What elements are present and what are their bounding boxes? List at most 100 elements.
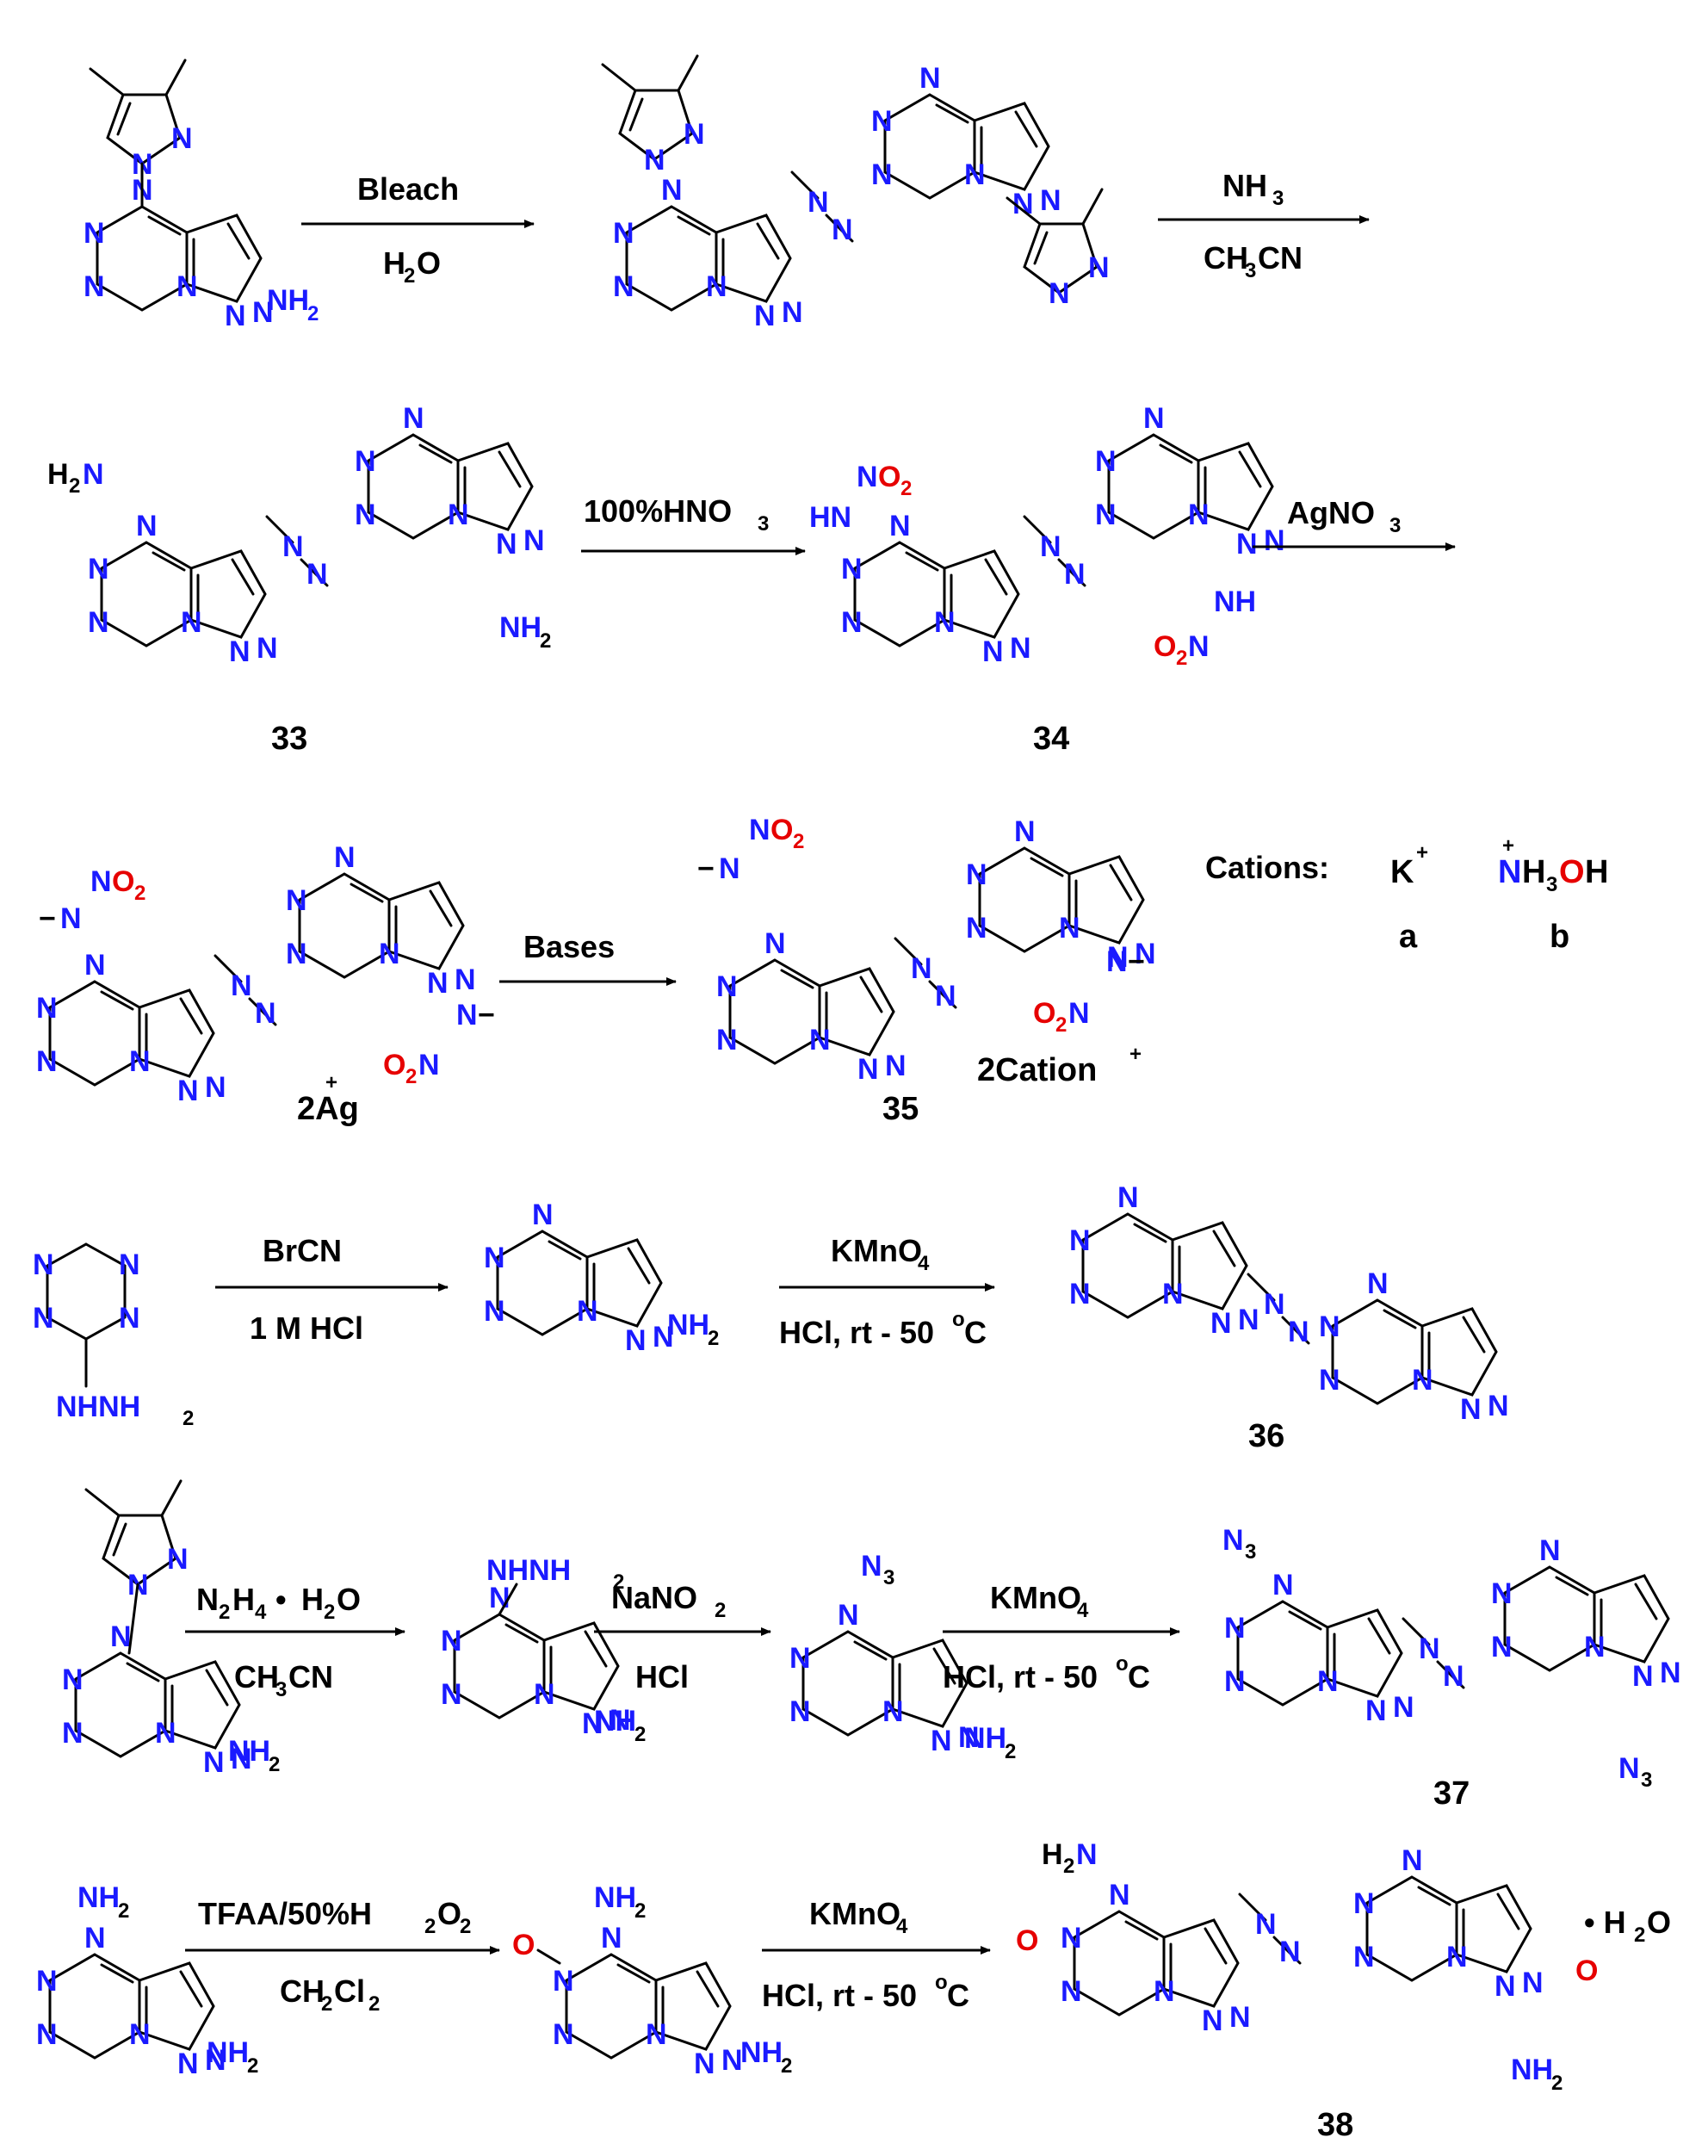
reagent-tfaa-sub2a: 2 (424, 1915, 436, 1938)
reagent-brcn: BrCN (263, 1233, 342, 1268)
reagent-agno3-sub: 3 (1389, 514, 1401, 537)
ag-no2-N: N (90, 865, 112, 898)
compound-38: O O H 2 N NH 2 • H 2 O 38 (1016, 1838, 1671, 2143)
c38-nh2-N: NH (1511, 2054, 1553, 2086)
reagent-deg-2: o (1116, 1652, 1129, 1676)
azido-n3-sub: 3 (883, 1566, 894, 1589)
row1-start-molecule: NH 2 (82, 59, 319, 334)
ag-n-left: N (60, 902, 82, 935)
label-34: 34 (1033, 721, 1069, 757)
c34-hn: HN (809, 501, 851, 534)
cation-nh3oh-H: H (1585, 854, 1608, 890)
c33-h2n-sub: 2 (69, 474, 80, 498)
ag-minus-right: − (478, 999, 495, 1032)
arrow-kmno4-3: KMnO 4 HCl, rt - 50 o C (762, 1896, 991, 2013)
c35-no2-O: O (770, 814, 793, 846)
cation-nh3oh-N: N (1498, 854, 1521, 890)
tz-n2: N (119, 1248, 140, 1281)
silver-salt: − N N O 2 N − O 2 N 2Ag + (34, 839, 495, 1127)
azido-nh2-sub: 2 (1005, 1740, 1016, 1763)
arrow-agno3: AgNO 3 (1253, 495, 1456, 551)
reagent-ch2cl2-sub2: 2 (321, 1992, 332, 2016)
c37-n3-left-sub: 3 (1245, 1540, 1256, 1564)
label-37: 37 (1433, 1775, 1470, 1812)
hyd-nh2-sub: 2 (634, 1723, 646, 1746)
tz-n4: N (119, 1302, 140, 1335)
cations-title: Cations: (1205, 850, 1329, 885)
row5-start-molecule: NH 2 (60, 1479, 280, 1781)
dat-nh2-right-N: NH (207, 2036, 249, 2069)
label-2cation: 2Cation (977, 1052, 1097, 1088)
reagent-tfaa-O: O (437, 1896, 461, 1931)
label-2cation-plus: + (1129, 1043, 1142, 1066)
ag-minus-left: − (39, 902, 56, 935)
reagent-ch3cn-CH: CH (1204, 240, 1248, 276)
c35-n-right: N (1106, 945, 1128, 978)
reagent-tfaa: TFAA/50%H (198, 1896, 372, 1931)
cation-b-label: b (1550, 919, 1569, 955)
label-36: 36 (1248, 1418, 1284, 1454)
label-2ag-plus: + (325, 1071, 337, 1094)
cation-a-label: a (1399, 919, 1418, 955)
cations-legend: Cations: K + a + N H 3 O H b (1205, 834, 1608, 955)
cation-nh3oh-O: O (1559, 854, 1585, 890)
c34-no2-N: N (857, 461, 878, 493)
c38-hydrate: • H (1584, 1905, 1626, 1940)
azido-nh2-N: NH (964, 1722, 1006, 1755)
c38-h2n-H: H (1042, 1838, 1063, 1871)
compound-36: 36 (1068, 1180, 1511, 1454)
ag-o2n-sub: 2 (405, 1065, 417, 1088)
reagent-nano2: NaNO (611, 1580, 697, 1615)
cation-k: K (1390, 854, 1414, 890)
r5-nh2-N: NH (228, 1735, 270, 1768)
reagent-hcl-rt-2: HCl, rt - 50 (943, 1659, 1098, 1694)
reagent-ch2cl2-sub2b: 2 (368, 1992, 380, 2016)
c34-o2n-N: N (1188, 630, 1210, 663)
reagent-h2o-sub2: 2 (324, 1601, 335, 1624)
reagent-hno3-sub: 3 (758, 512, 769, 536)
reagent-ch3cn-sub: 3 (1245, 259, 1256, 282)
n-oxide-intermediate: O NH 2 NH 2 (512, 1881, 792, 2082)
c35-n-left: N (719, 852, 740, 885)
c35-no2-N: N (749, 814, 770, 846)
c37-n3-left-N: N (1222, 1524, 1244, 1557)
att-nh2-sub: 2 (708, 1327, 719, 1350)
arrow-nh3: NH 3 CH 3 CN (1158, 168, 1370, 282)
azido-n3-N: N (861, 1550, 882, 1583)
arrow-hno3: 100%HNO 3 (581, 493, 806, 555)
reagent-n2h4-N: N (196, 1582, 219, 1617)
azido-intermediate: N 3 NH 2 (788, 1550, 1016, 1763)
c35-o2n-sub: 2 (1055, 1013, 1067, 1037)
reagent-deg-3: o (935, 1971, 948, 1994)
reagent-kmno4-3: KMnO (809, 1896, 900, 1931)
reagent-kmno4-2-sub: 4 (1077, 1599, 1089, 1622)
reagent-ch3cn2-sub: 3 (275, 1678, 287, 1701)
c38-hydrate-O: O (1647, 1905, 1671, 1940)
c38-hydrate-sub: 2 (1634, 1924, 1645, 1947)
c38-h2n-sub: 2 (1063, 1855, 1074, 1878)
compound-35: − N N O 2 N − O 2 N 2Cation + 35 (697, 814, 1158, 1127)
row1-start-nh2-sub: 2 (307, 302, 319, 325)
c34-o2n-sub: 2 (1176, 647, 1187, 670)
reagent-n2h4-dot: • (275, 1582, 287, 1617)
c34-nh: NH (1214, 585, 1256, 618)
compound-33: H 2 N NH 2 33 (47, 400, 551, 757)
reagent-c-1: C (964, 1315, 987, 1350)
reagent-deg-1: o (952, 1308, 965, 1331)
dat-nh2-top-sub: 2 (118, 1899, 129, 1923)
arrow-nano2: NaNO 2 HCl (594, 1580, 771, 1694)
hyd-nhnh2: NHNH (486, 1554, 571, 1587)
r5-nh2-sub: 2 (269, 1753, 280, 1776)
reagent-kmno4-2: KMnO (990, 1580, 1081, 1615)
ag-n-right: N (456, 999, 478, 1032)
diamino-triazolotetrazine: NH 2 NH 2 (34, 1881, 258, 2082)
cation-nh3oh-H3: H (1522, 854, 1545, 890)
compound-34: HN N O 2 NH O 2 N 34 (809, 400, 1287, 757)
noxide-nh2-top-N: NH (594, 1881, 636, 1914)
c38-o-left: O (1016, 1924, 1038, 1957)
label-33: 33 (271, 721, 307, 757)
ag-o2n-O: O (383, 1049, 405, 1081)
reagent-hno3: 100%HNO (584, 493, 732, 529)
reagent-n2h4-sub4: 4 (255, 1601, 267, 1624)
arrow-brcn: BrCN 1 M HCl (215, 1233, 449, 1346)
